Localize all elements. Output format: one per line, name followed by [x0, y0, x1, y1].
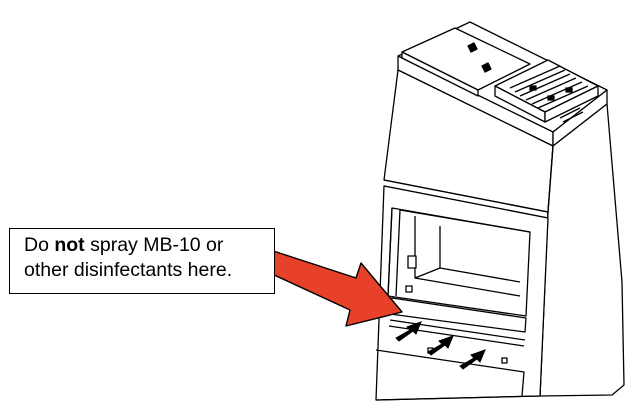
callout-text-suffix: spray MB-10 or: [84, 234, 224, 256]
airflow-arrow-icon: [459, 349, 486, 370]
airflow-arrow-icon: [395, 321, 422, 342]
airflow-arrow-icon: [427, 335, 454, 356]
callout-line-1: Do not spray MB-10 or: [24, 233, 274, 258]
front-lower-frame: [375, 185, 549, 401]
callout-bold-word: not: [54, 234, 85, 256]
callout-line-2: other disinfectants here.: [24, 259, 233, 281]
callout-text-prefix: Do: [24, 234, 55, 256]
warning-callout: Do not spray MB-10 or other disinfectant…: [9, 228, 275, 294]
right-side-panel: [539, 103, 625, 397]
top-exhaust-housing: [397, 21, 608, 147]
